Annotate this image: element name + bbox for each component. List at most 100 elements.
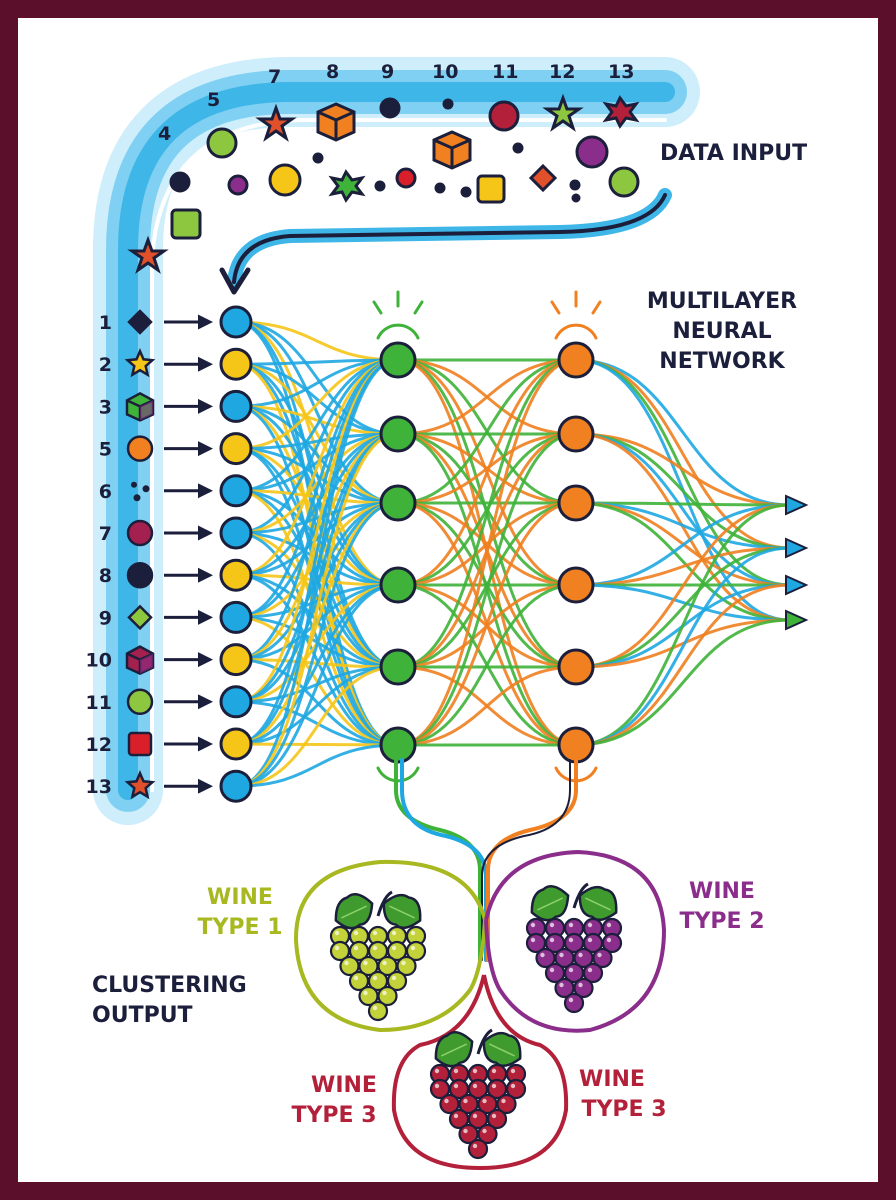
connection-line — [574, 546, 792, 747]
cluster-label: TYPE 3 — [581, 1097, 666, 1122]
connection-line — [234, 404, 400, 436]
grape-shine — [434, 1083, 440, 1089]
leaf-vein — [536, 897, 564, 911]
circle-icon — [434, 182, 446, 194]
cluster-wine-type-2: WINE TYPE 2 — [484, 849, 765, 1033]
grape-shine — [353, 930, 359, 936]
grape-shine — [363, 960, 368, 966]
input-node — [219, 474, 253, 508]
stream-icons — [127, 93, 640, 274]
input-feature-row: 3 — [99, 391, 213, 422]
connection-line — [234, 358, 400, 788]
stream-number: 7 — [268, 66, 281, 88]
grape-shine — [353, 945, 359, 951]
grape-shine — [530, 937, 536, 943]
connection-line — [234, 700, 400, 747]
grape-shine — [382, 990, 387, 996]
feature-number: 7 — [99, 523, 112, 545]
connection-line — [234, 362, 400, 436]
output-arrow-icon — [785, 494, 809, 516]
stem-icon — [572, 882, 589, 909]
feature-number: 5 — [99, 439, 112, 461]
leaf-vein — [340, 905, 368, 919]
diamond-shape — [127, 604, 153, 631]
grape — [563, 992, 585, 1014]
grape — [367, 1000, 389, 1022]
grape-shine — [568, 967, 574, 973]
splat-icon — [602, 95, 640, 129]
circle-icon — [169, 171, 191, 193]
connection-line — [574, 501, 792, 622]
grape-shine — [578, 982, 583, 988]
network-title: MULTILAYER NEURAL NETWORK — [647, 289, 797, 374]
circle-icon — [126, 561, 154, 589]
input-feature-row: 12 — [86, 731, 213, 757]
circle-icon — [126, 688, 154, 716]
input-node — [219, 347, 253, 381]
glow-ray — [413, 300, 424, 315]
feature-number: 2 — [99, 354, 112, 376]
grape-shine — [501, 1098, 506, 1104]
grape-shine — [597, 952, 602, 958]
connection-line — [574, 501, 792, 507]
stream-number: 8 — [326, 61, 339, 83]
grape-shine — [444, 1098, 449, 1104]
stream-number: 12 — [549, 61, 575, 83]
connection-line — [234, 665, 400, 788]
connection-line — [234, 358, 400, 493]
grape-shine — [463, 1128, 468, 1134]
grape-shine — [491, 1113, 497, 1119]
circle-icon — [488, 100, 520, 132]
grape-shine — [372, 945, 378, 951]
input-feature-row: 11 — [86, 688, 213, 716]
grape-shine — [391, 930, 397, 936]
connection-line — [234, 531, 400, 747]
circle-icon — [608, 166, 640, 198]
feature-number: 9 — [99, 607, 112, 629]
connection-line — [234, 501, 400, 577]
grape-shine — [410, 945, 416, 951]
cube-side — [140, 400, 153, 421]
grape-shine — [530, 922, 536, 928]
connection-line — [396, 358, 578, 669]
grape-shine — [453, 1068, 459, 1074]
connection-line — [574, 358, 792, 507]
hidden-layer-2-node — [557, 566, 595, 604]
grape-shine — [549, 922, 555, 928]
hidden-layer-2-node — [557, 726, 595, 764]
input-node — [219, 727, 253, 761]
grape-cluster-icon — [429, 1028, 527, 1160]
connection-line — [574, 503, 792, 747]
grape-shine — [606, 922, 612, 928]
circle-icon — [395, 167, 417, 189]
input-node — [219, 558, 253, 592]
connection-line — [234, 658, 400, 747]
connection-line — [234, 743, 400, 788]
feature-number: 3 — [99, 396, 112, 418]
stem-icon — [476, 1028, 493, 1055]
cube-icon — [125, 645, 155, 675]
grape-shine — [587, 922, 593, 928]
feature-number: 1 — [99, 312, 112, 334]
hidden-layer-1-node — [379, 648, 417, 686]
connection-line — [574, 501, 792, 550]
square-icon — [127, 731, 153, 757]
grape-shine — [410, 930, 416, 936]
grape-shine — [482, 1098, 487, 1104]
star-icon — [127, 235, 169, 274]
grape-shine — [363, 990, 368, 996]
input-feature-row: 2 — [99, 348, 213, 378]
connection-line — [234, 432, 400, 451]
connection-line — [396, 358, 578, 747]
dot — [131, 481, 137, 488]
hidden-layer-1-node — [379, 341, 417, 379]
circle-shape — [126, 435, 154, 462]
diamond-icon — [127, 604, 153, 631]
input-feature-row: 6 — [99, 481, 213, 503]
cube-side — [140, 653, 153, 674]
grape-shine — [453, 1083, 459, 1089]
grape-shine — [463, 1098, 468, 1104]
grape-shine — [587, 937, 593, 943]
glow-arc — [554, 323, 598, 340]
grape-shine — [353, 975, 359, 981]
